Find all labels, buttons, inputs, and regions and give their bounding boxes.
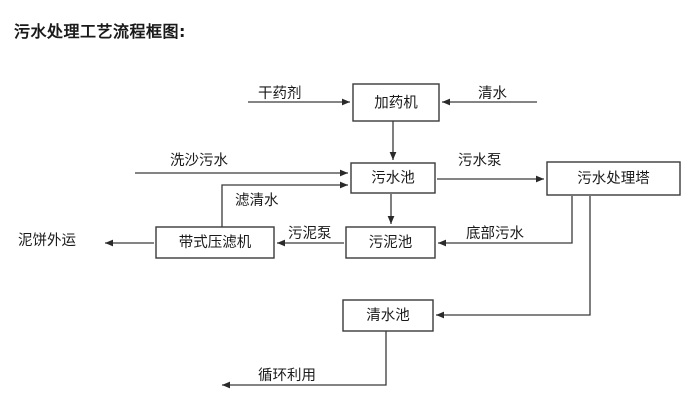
edge-label-mud-cake-transport: 泥饼外运 bbox=[18, 232, 76, 249]
node-label-sewage-pool: 污水池 bbox=[371, 170, 415, 187]
node-sludge-pool[interactable]: 污泥池 bbox=[345, 226, 436, 259]
edge-label-dry-agent: 干药剂 bbox=[258, 85, 302, 102]
edge-label-sewage-pump: 污水泵 bbox=[458, 152, 502, 169]
node-belt-filter-press[interactable]: 带式压滤机 bbox=[155, 226, 275, 259]
node-clear-water-pool[interactable]: 清水池 bbox=[342, 299, 434, 332]
node-label-sludge-pool: 污泥池 bbox=[369, 234, 413, 251]
node-label-belt-filter-press: 带式压滤机 bbox=[179, 234, 252, 251]
node-treatment-tower[interactable]: 污水处理塔 bbox=[546, 161, 681, 196]
node-sewage-pool[interactable]: 污水池 bbox=[350, 162, 436, 194]
edge-label-clean-water: 清水 bbox=[478, 85, 507, 102]
connector-bottom-sewage bbox=[438, 196, 573, 247]
node-label-clear-water-pool: 清水池 bbox=[366, 307, 410, 324]
connector-recycle-reuse bbox=[222, 331, 387, 389]
page-title: 污水处理工艺流程框图: bbox=[14, 22, 186, 41]
edge-label-bottom-sewage: 底部污水 bbox=[466, 225, 524, 242]
edge-label-filtrate-water: 滤清水 bbox=[235, 192, 279, 209]
node-label-treatment-tower: 污水处理塔 bbox=[577, 170, 650, 187]
connector-filtrate-water bbox=[221, 181, 348, 227]
node-label-dosing-machine: 加药机 bbox=[374, 95, 418, 112]
connector-tower-to-clear-pool bbox=[436, 196, 591, 319]
edge-label-sludge-pump: 污泥泵 bbox=[288, 225, 332, 242]
edge-label-recycle-reuse: 循环利用 bbox=[258, 367, 316, 384]
edge-label-wash-sand-sewage: 洗沙污水 bbox=[170, 152, 228, 169]
node-dosing-machine[interactable]: 加药机 bbox=[352, 83, 440, 122]
